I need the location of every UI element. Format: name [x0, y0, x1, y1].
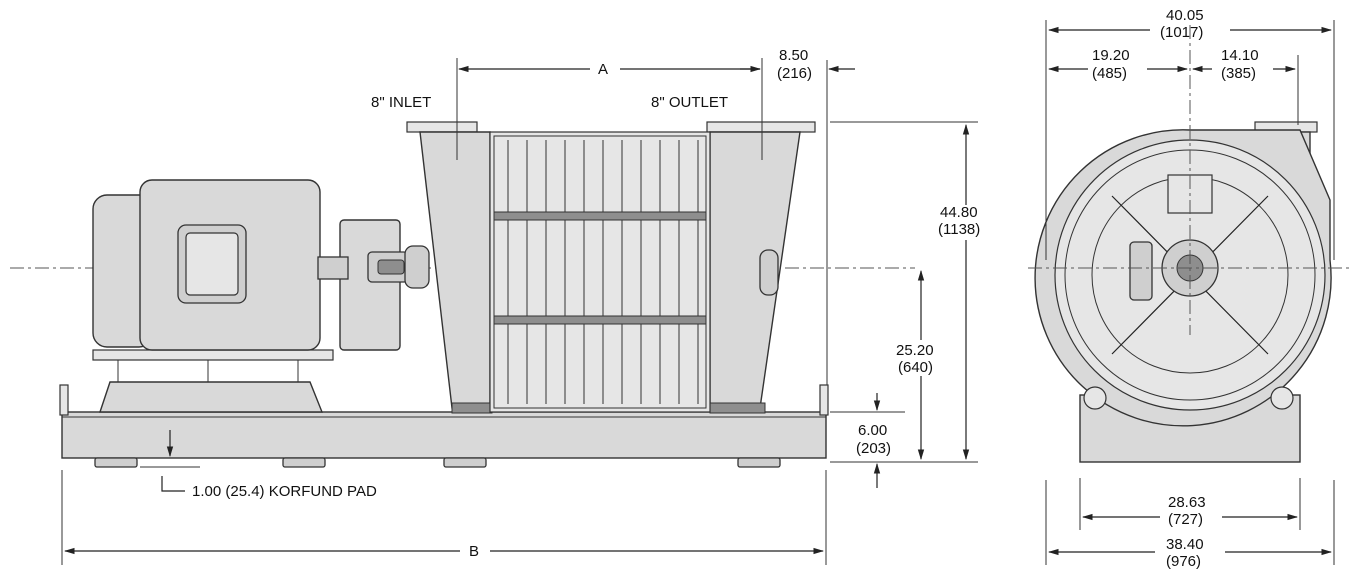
dim-2520-mm: (640)	[898, 359, 933, 376]
dim-850: 8.50 (216)	[740, 47, 855, 385]
dim-pad: 1.00 (25.4) KORFUND PAD	[140, 430, 377, 500]
dim-4480-mm: (1138)	[938, 221, 980, 238]
dim-2863-mm: (727)	[1168, 511, 1203, 528]
dim-a: A	[456, 58, 763, 160]
dim-a-label: A	[598, 61, 608, 78]
base-frame	[59, 384, 829, 468]
dim-600: 6.00 (203)	[830, 393, 905, 488]
dim-600-value: 6.00	[858, 422, 887, 439]
dim-1920-mm: (485)	[1092, 65, 1127, 82]
bearing-assembly	[1129, 241, 1153, 301]
dim-1410: 14.10 (385)	[1191, 47, 1299, 125]
dim-4480: 44.80 (1138)	[830, 121, 980, 463]
dim-2863-value: 28.63	[1168, 494, 1206, 511]
dim-4005-value: 40.05	[1166, 7, 1204, 24]
dim-850-mm: (216)	[777, 65, 812, 82]
dim-1410-mm: (385)	[1221, 65, 1256, 82]
housing-grid	[493, 140, 707, 404]
dim-4005-mm: (1017)	[1160, 24, 1203, 41]
inlet-label: 8" INLET	[371, 94, 431, 111]
outlet-label: 8" OUTLET	[651, 94, 728, 111]
dim-1410-value: 14.10	[1221, 47, 1259, 64]
dim-1920-value: 19.20	[1092, 47, 1130, 64]
motor	[92, 179, 334, 413]
dim-2520: 25.20 (640)	[896, 269, 934, 461]
dim-2520-value: 25.20	[896, 342, 934, 359]
coupling	[317, 219, 430, 351]
side-view: 8" INLET 8" OUTLET A 8.50 (216) 44.80 (1…	[10, 47, 980, 565]
end-view: 40.05 (1017) 19.20 (485) 14.10 (385) 28.…	[1028, 7, 1350, 570]
pad-note: 1.00 (25.4) KORFUND PAD	[192, 483, 377, 500]
blower-housing	[406, 121, 816, 414]
dim-b: B	[61, 470, 827, 565]
dim-4005: 40.05 (1017)	[1045, 7, 1335, 260]
dim-b-label: B	[469, 543, 479, 560]
dim-3840-value: 38.40	[1166, 536, 1204, 553]
dim-3840-mm: (976)	[1166, 553, 1201, 570]
dim-1920: 19.20 (485)	[1047, 47, 1189, 82]
dim-3840: 38.40 (976)	[1045, 480, 1335, 570]
dim-4480-value: 44.80	[940, 204, 978, 221]
dim-600-mm: (203)	[856, 440, 891, 457]
dim-850-value: 8.50	[779, 47, 808, 64]
dim-2863: 28.63 (727)	[1079, 478, 1301, 530]
